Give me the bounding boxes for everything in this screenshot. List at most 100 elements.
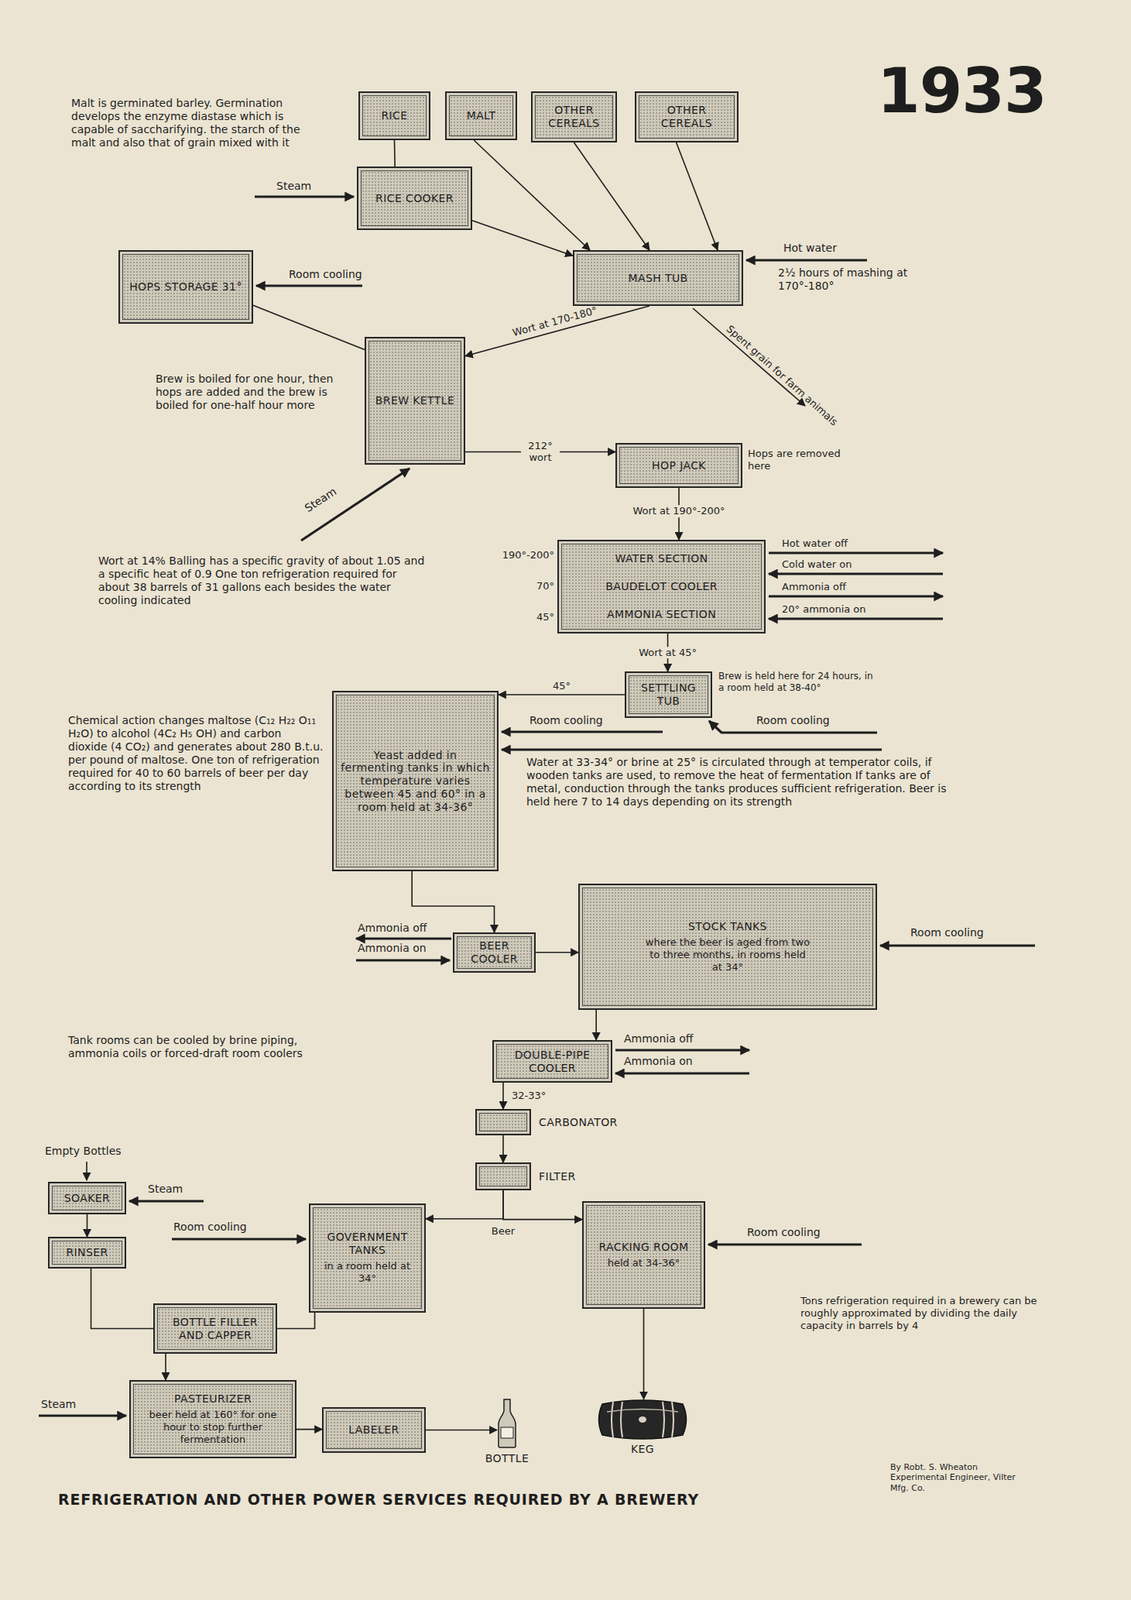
service-label: Ammonia off <box>357 921 427 935</box>
node-label: BOTTLE FILLER AND CAPPER <box>161 1315 269 1342</box>
service-label: Cold water on <box>781 558 852 571</box>
process-box: MASH TUB <box>572 250 744 306</box>
process-box: HOP JACK <box>615 442 743 488</box>
node-label: HOP JACK <box>651 459 707 473</box>
flow-connector <box>643 1308 645 1399</box>
service-label: Empty Bottles <box>44 1144 122 1158</box>
node-label: Yeast added in fermenting tanks in which… <box>340 748 491 814</box>
service-label: Ammonia off <box>781 580 847 593</box>
ammonia-arrow <box>768 594 943 597</box>
node-label: MASH TUB <box>627 271 688 285</box>
node-label: DOUBLE-PIPE COOLER <box>500 1048 604 1075</box>
flow-connector <box>473 140 590 251</box>
node-label: OTHER CEREALS <box>643 103 731 131</box>
tank-box: STOCK TANKSwhere the beer is aged from t… <box>578 883 878 1010</box>
edge-label: Beer <box>489 1224 518 1238</box>
node-label: WATER SECTION <box>614 551 708 566</box>
node-label: RACKING ROOM <box>599 1240 689 1254</box>
service-label: 45° <box>536 610 555 624</box>
process-box: BREW KETTLE <box>364 336 466 465</box>
service-label: Hot water <box>783 241 837 255</box>
flow-connector <box>498 693 625 696</box>
cooling-arrow <box>171 1237 306 1240</box>
cooler-box: BEER COOLER <box>452 932 536 973</box>
node-label: RINSER <box>65 1245 108 1259</box>
node-label: OTHER CEREALS <box>539 103 609 131</box>
service-label: 190°-200° <box>502 548 555 562</box>
steam-arrow <box>254 195 354 198</box>
node-label: CARBONATOR <box>538 1115 618 1129</box>
note-text: Tank rooms can be cooled by brine piping… <box>68 1033 347 1060</box>
service-label: Room cooling <box>173 1220 247 1234</box>
flow-connector <box>296 1428 323 1430</box>
service-label: Ammonia on <box>623 1054 693 1068</box>
flow-connector <box>164 1353 167 1380</box>
note-text: Malt is germinated barley. Germination d… <box>71 96 319 150</box>
diagram-title: REFRIGERATION AND OTHER POWER SERVICES R… <box>58 1490 700 1508</box>
brine-arrow <box>501 747 882 751</box>
cooling-arrow <box>708 1242 862 1245</box>
steam-arrow <box>129 1199 204 1202</box>
service-label: Room cooling <box>756 713 830 727</box>
hot-water-arrow <box>746 258 868 261</box>
service-label: 20° ammonia on <box>781 603 867 616</box>
edge-label: 212° wort <box>520 439 560 464</box>
process-box: RICE COOKER <box>356 166 473 230</box>
node-label: RICE <box>380 109 408 123</box>
flow-connector <box>394 140 396 167</box>
bottle-feed-arrow <box>85 1161 88 1180</box>
node-note: AMMONIA SECTION <box>606 607 717 621</box>
keg-icon: KEG <box>588 1393 697 1456</box>
water-arrow <box>768 572 943 575</box>
flow-connector <box>277 1312 316 1329</box>
node-label: GOVERNMENT TANKS <box>317 1230 418 1257</box>
node-label: BEER COOLER <box>461 939 528 966</box>
node-label: MALT <box>466 109 497 123</box>
tank-box: Yeast added in fermenting tanks in which… <box>332 690 499 871</box>
node-note: held at 34-36° <box>607 1256 681 1269</box>
note-text: Hops are removed here <box>747 447 841 473</box>
service-label: Ammonia off <box>623 1031 693 1046</box>
note-text: Brew is held here for 24 hours, in a roo… <box>718 670 881 693</box>
steam-arrow <box>301 468 410 541</box>
flow-connector <box>502 1082 504 1109</box>
process-box: BOTTLE FILLER AND CAPPER <box>153 1302 278 1354</box>
ammonia-arrow <box>356 936 452 940</box>
node-label: FILTER <box>538 1169 576 1183</box>
flow-connector <box>502 1134 504 1162</box>
flow-connector <box>86 1213 89 1237</box>
service-label: Ammonia on <box>357 941 427 955</box>
service-label: Hot water off <box>781 537 848 550</box>
ammonia-arrow <box>768 616 943 620</box>
ingredient-box: OTHER CEREALS <box>531 91 617 143</box>
storage-box: HOPS STORAGE 31° <box>118 250 254 324</box>
process-box: CARBONATOR <box>475 1108 646 1135</box>
spent-grain-line <box>692 308 806 406</box>
unit-box <box>475 1108 532 1135</box>
flow-connector <box>503 1189 583 1220</box>
steam-arrow <box>38 1413 127 1416</box>
cooling-arrow <box>501 730 663 733</box>
note-text: Wort at 14% Balling has a specific gravi… <box>98 554 432 607</box>
node-label: LABELER <box>348 1422 399 1437</box>
flow-connector <box>574 142 651 251</box>
service-label: Room cooling <box>288 267 363 282</box>
flow-connector <box>535 951 579 953</box>
bottle-icon: BOTTLE <box>476 1389 539 1467</box>
note-text: Tons refrigeration required in a brewery… <box>800 1294 1049 1332</box>
service-label: Steam <box>276 179 312 193</box>
node-label: BOTTLE <box>485 1451 529 1465</box>
node-label: SETTLING TUB <box>633 681 704 708</box>
node-label: KEG <box>630 1442 655 1456</box>
node-note: beer held at 160° for one hour to stop f… <box>137 1408 288 1447</box>
service-label: Steam <box>147 1182 183 1196</box>
node-label: SOAKER <box>64 1191 110 1205</box>
process-box: LABELER <box>322 1406 426 1453</box>
note-text: 2½ hours of mashing at 170°-180° <box>777 266 941 293</box>
process-box: SOAKER <box>47 1181 127 1214</box>
service-label: Spent grain for farm animals <box>723 322 840 429</box>
flow-connector <box>425 1429 497 1431</box>
process-box: PASTEURIZERbeer held at 160° for one hou… <box>129 1379 297 1458</box>
note-text: Chemical action changes maltose (C₁₂ H₂₂… <box>68 713 324 793</box>
node-label: HOPS STORAGE 31° <box>129 280 243 294</box>
